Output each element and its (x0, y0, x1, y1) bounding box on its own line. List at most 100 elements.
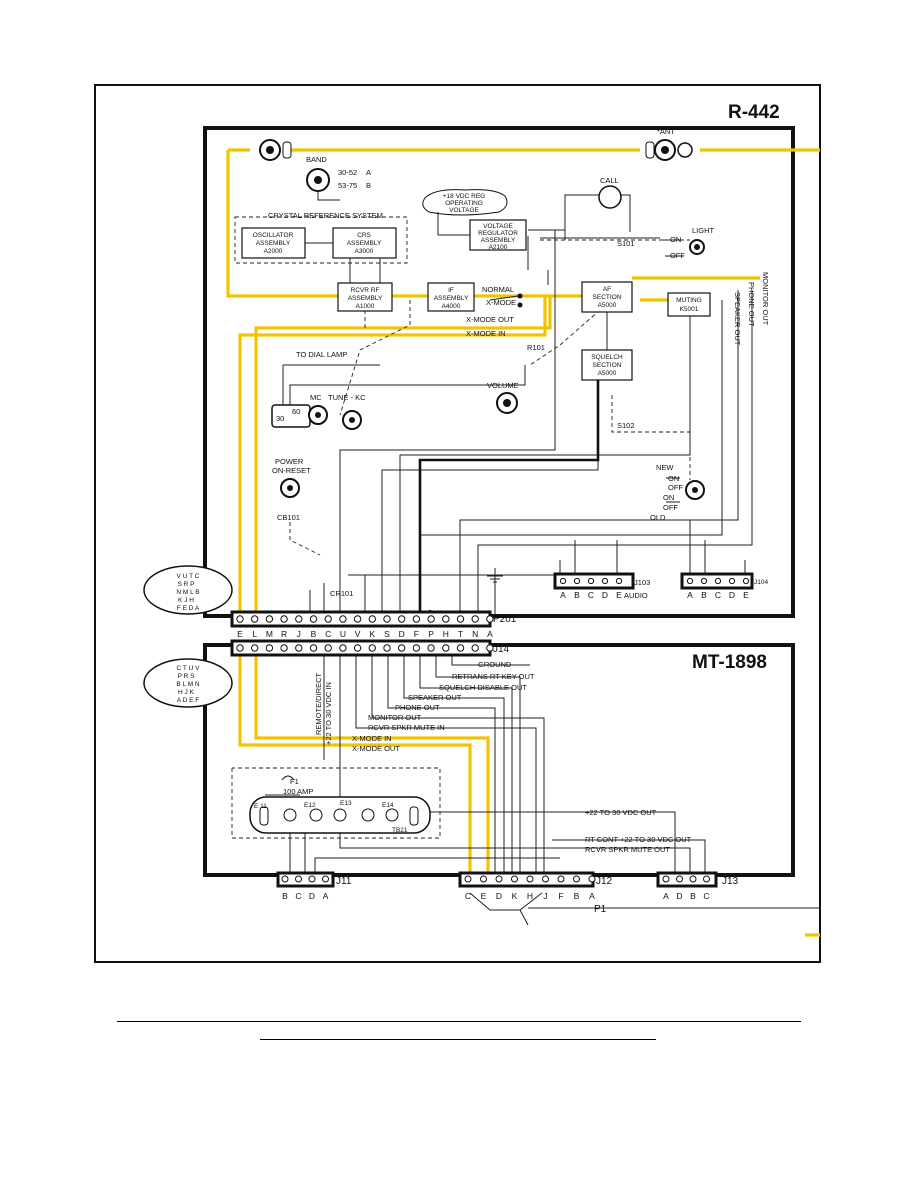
j14-pins-pin (353, 644, 362, 652)
volume-knob (496, 392, 518, 414)
p201-pins-pin (486, 615, 494, 623)
phone-out-label: PHONE OUT (747, 282, 756, 327)
f1-label: F1 (290, 777, 299, 786)
j103-pins-pin-letter: D (602, 590, 608, 600)
j14-pins-pin (456, 644, 465, 652)
j104-pins-pin (686, 577, 694, 585)
p201-pins-pin (471, 615, 479, 623)
j14-pins-pin (383, 644, 391, 652)
j11-pins-pin (308, 875, 316, 883)
band-switch (306, 168, 340, 201)
j12-pins-pin-letter: C (465, 891, 471, 901)
muting-line-1: MUTING (676, 297, 702, 304)
j14-face-4: H J K (178, 689, 195, 696)
light-off: OFF (670, 251, 685, 260)
j14-pins-pin (265, 644, 274, 652)
j12-pins-pin-letter: E (481, 891, 487, 901)
j11-label: J11 (336, 876, 352, 887)
j13-pins-pin (703, 875, 710, 883)
p201-pins-pin (309, 615, 318, 623)
j103-pins-pin (573, 577, 581, 585)
j14-face: C T U V P R S B L M N H J K A D E F (143, 658, 233, 708)
j103-pins-pin (615, 577, 623, 585)
p201-face-2: S R P (178, 581, 195, 588)
j103-pins-pin-letter: C (588, 590, 594, 600)
j104-pins-pin-letter: B (701, 590, 707, 600)
audio-label: AUDIO (624, 591, 648, 600)
rcvr-spkr-mute-in-label: RCVR SPKR MUTE IN (368, 723, 445, 732)
e14-label: E14 (382, 802, 394, 809)
j12-pins-pin-letter: A (589, 891, 595, 901)
dial-lamp-label: TO DIAL LAMP (296, 350, 347, 359)
j103-pins-pin (587, 577, 595, 585)
light-switch (660, 239, 705, 257)
vreg-note: +18 VDC REG OPERATING VOLTAGE (422, 189, 508, 236)
j13-pins-pin (662, 875, 670, 883)
j14-pins-pin (442, 644, 450, 652)
j14-pins-pin (471, 644, 479, 652)
muting-line-2: K5001 (680, 306, 699, 313)
j104-pins-pin-letter: E (743, 590, 749, 600)
p201-letters-pin-letter: P (428, 629, 434, 639)
p201-letters-pin-letter: H (443, 629, 449, 639)
band-opt-a-mark: A (366, 168, 371, 177)
j14-pins-pin (339, 644, 347, 652)
p201-pins-pin (265, 615, 274, 623)
p201-letters-pin-letter: B (311, 629, 317, 639)
j104-pins-pin-letter: A (687, 590, 693, 600)
p1-label: P1 (594, 904, 607, 915)
j103-label: J103 (634, 578, 650, 587)
p201-letters-pin-letter: T (458, 629, 463, 639)
mt1898-title: MT-1898 (692, 652, 767, 673)
sq-line-1: SQUELCH (591, 354, 623, 361)
light-on: ON (670, 235, 681, 244)
if-line-3: A4000 (442, 303, 461, 310)
mt-xmode-in-label: X-MODE IN (352, 734, 392, 743)
p201-face-1: V U T C (177, 573, 200, 580)
caption-rule-short (260, 1039, 656, 1040)
remote-direct-label: REMOTE/DIRECT (314, 672, 323, 735)
p201-face: V U T C S R P N M L B K J H F E D A (143, 565, 233, 615)
xmode-out-label: X-MODE OUT (466, 315, 514, 324)
volume-label: VOLUME (487, 381, 519, 390)
j11-pins-pin (295, 875, 302, 883)
p201-letters-pin-letter: M (266, 629, 273, 639)
s102-label: S102 (617, 421, 635, 430)
p201-pins-pin (280, 615, 288, 623)
dial-60: 60 (292, 407, 300, 416)
osc-line-1: OSCILLATOR (253, 232, 294, 239)
black-wiring (265, 194, 820, 926)
p201-letters-pin-letter: A (487, 629, 493, 639)
p201-pins-pin (339, 615, 347, 623)
osc-line-2: ASSEMBLY (256, 240, 291, 247)
j12-pins-pin (542, 875, 549, 883)
p201-pins-pin (442, 615, 450, 623)
j12-pins-pin-letter: J (543, 891, 547, 901)
p201-face-3: N M L B (176, 589, 199, 596)
j13-pins-pin-letter: C (703, 891, 709, 901)
tune-label: TUNE - KC (328, 393, 366, 402)
j14-pins-pin (486, 644, 494, 652)
cb101-label: CB101 (277, 513, 300, 522)
p201-face-5: F E D A (177, 605, 200, 612)
xmode-in-label: X-MODE IN (466, 329, 506, 338)
j14-face-1: C T U V (177, 665, 201, 672)
tb21-block (249, 775, 431, 834)
old-label: OLD (650, 513, 666, 522)
j12-label: J12 (596, 876, 613, 887)
p201-letters-pin-letter: L (252, 629, 257, 639)
j14-pins-pin (412, 644, 421, 652)
sq-line-3: A5000 (598, 370, 617, 377)
v22-30-out-label: +22 TO 30 VDC OUT (585, 808, 657, 817)
j14-face-3: B L M N (176, 681, 200, 688)
power-label-2: ON-RESET (272, 466, 311, 475)
rf-line-3: A1000 (356, 303, 375, 310)
j12-pins-pin (480, 875, 487, 883)
block-squelch: SQUELCH SECTION A5000 (581, 349, 633, 381)
j11-pins-pin-letter: A (323, 891, 329, 901)
vreg-line-4: A2100 (489, 244, 508, 251)
